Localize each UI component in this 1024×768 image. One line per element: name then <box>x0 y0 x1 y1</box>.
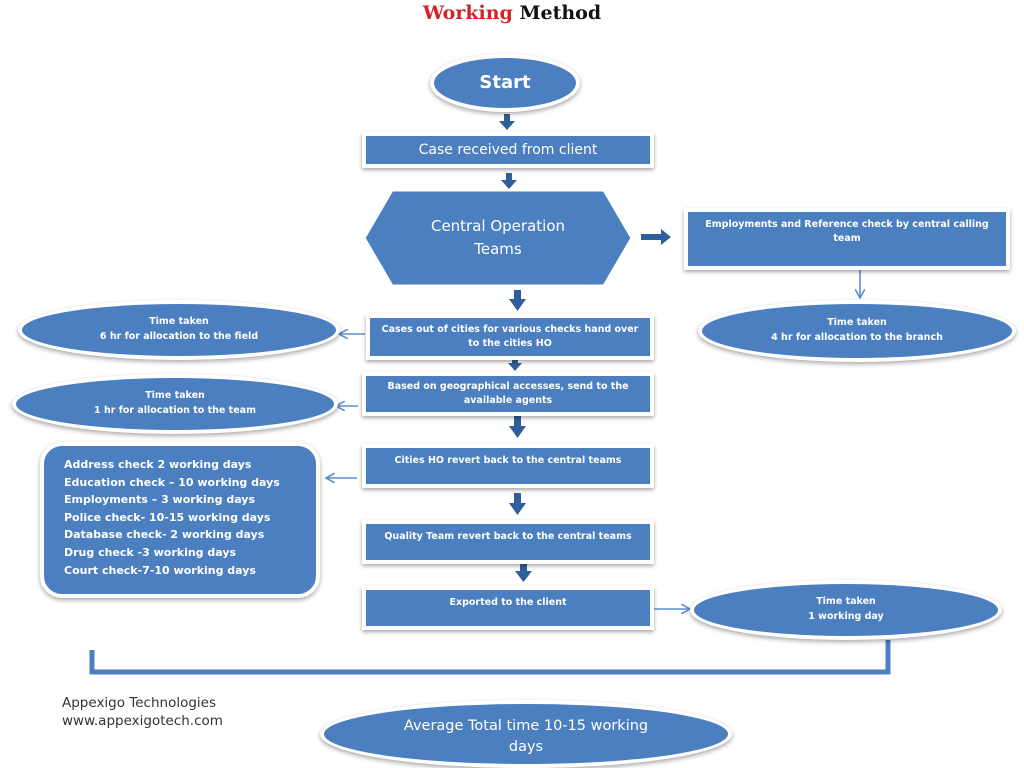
check-item: Police check- 10-15 working days <box>64 510 271 524</box>
title-method: Method <box>519 2 602 24</box>
check-item: Education check – 10 working days <box>64 475 280 489</box>
geo-access-label: Based on geographical accesses, send to … <box>387 380 629 406</box>
time-team-ellipse: Time taken 1 hr for allocation to the te… <box>12 374 338 434</box>
time-field-line2: 6 hr for allocation to the field <box>99 331 259 342</box>
check-item: Address check 2 working days <box>64 458 252 471</box>
time-day-ellipse: Time taken 1 working day <box>690 580 1002 640</box>
employments-reference-label: Employments and Reference check by centr… <box>705 219 989 245</box>
time-team-line1: Time taken <box>145 390 205 402</box>
central-operation-line2: Teams <box>474 240 522 258</box>
arrow-case-to-central <box>501 173 517 189</box>
start-node: Start <box>430 54 580 112</box>
time-branch-ellipse: Time taken 4 hr for allocation to the br… <box>698 300 1016 362</box>
check-item: Court check-7-10 working days <box>64 563 256 577</box>
check-item: Drug check -3 working days <box>64 545 237 559</box>
average-total-ellipse: Average Total time 10-15 working days <box>320 700 732 768</box>
arrow-central-to-employments <box>641 229 671 245</box>
time-day-line2: 1 working day <box>808 611 884 622</box>
time-field-line1: Time taken <box>149 316 209 328</box>
cases-out-label: Cases out of cities for various checks h… <box>381 323 639 349</box>
arrow-ho-to-quality <box>509 493 526 515</box>
cities-ho-box: Cities HO revert back to the central tea… <box>362 444 654 488</box>
geo-access-box: Based on geographical accesses, send to … <box>362 372 654 416</box>
central-operation-text: Central Operation Teams <box>362 188 634 288</box>
time-field-ellipse: Time taken 6 hr for allocation to the fi… <box>18 300 340 360</box>
page-title: Working Method <box>0 2 1024 24</box>
cities-ho-label: Cities HO revert back to the central tea… <box>394 455 622 466</box>
check-item: Database check- 2 working days <box>64 528 265 542</box>
bottom-bracket <box>89 640 891 675</box>
arrow-central-to-cases <box>509 290 526 311</box>
average-line2: days <box>508 739 544 755</box>
quality-team-box: Quality Team revert back to the central … <box>362 520 654 564</box>
arrow-geo-to-ho <box>509 416 526 438</box>
company-footer: Appexigo Technologies www.appexigotech.c… <box>62 694 223 730</box>
arrow-quality-to-exported <box>515 562 532 582</box>
case-received-box: Case received from client <box>362 132 654 168</box>
case-received-label: Case received from client <box>418 141 598 158</box>
central-operation-hexagon <box>362 188 634 288</box>
time-branch-line1: Time taken <box>827 317 887 329</box>
exported-box: Exported to the client <box>362 586 654 630</box>
arrow-cases-to-geo <box>508 357 522 371</box>
time-team-line2: 1 hr for allocation to the team <box>94 405 256 416</box>
quality-team-label: Quality Team revert back to the central … <box>384 531 632 542</box>
company-website[interactable]: www.appexigotech.com <box>62 713 223 730</box>
title-working: Working <box>422 2 513 24</box>
checks-list-box: Address check 2 working days Education c… <box>40 442 320 598</box>
cases-out-box: Cases out of cities for various checks h… <box>366 314 654 360</box>
central-operation-line1: Central Operation <box>430 216 566 235</box>
check-item: Employments – 3 working days <box>64 493 255 507</box>
employments-reference-box: Employments and Reference check by centr… <box>684 208 1010 270</box>
exported-label: Exported to the client <box>449 597 567 608</box>
time-day-line1: Time taken <box>816 596 876 608</box>
average-line1: Average Total time 10-15 working <box>403 717 649 734</box>
arrow-start-to-case <box>499 114 515 130</box>
company-name: Appexigo Technologies <box>62 695 217 711</box>
start-label: Start <box>479 72 531 94</box>
time-branch-line2: 4 hr for allocation to the branch <box>771 332 943 343</box>
